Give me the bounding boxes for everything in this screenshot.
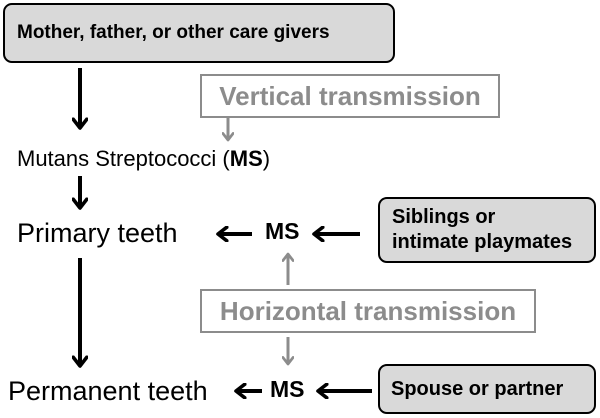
spouse-box: Spouse or partner	[378, 364, 596, 414]
mutans-streptococci-node: Mutans Streptococci (MS)	[17, 148, 270, 170]
primary-teeth-node: Primary teeth	[17, 218, 178, 248]
caregivers-box: Mother, father, or other care givers	[3, 3, 395, 63]
siblings-line1: Siblings or	[392, 206, 496, 228]
ms-primary-node: MS	[265, 218, 300, 244]
vertical-transmission-box: Vertical transmission	[200, 74, 500, 118]
siblings-box: Siblings or intimate playmates	[378, 197, 596, 263]
vertical-transmission-label: Vertical transmission	[219, 80, 481, 111]
horizontal-transmission-label: Horizontal transmission	[219, 295, 517, 326]
permanent-teeth-node: Permanent teeth	[8, 376, 208, 406]
siblings-line2: intimate playmates	[392, 231, 573, 253]
caregivers-label: Mother, father, or other care givers	[17, 22, 330, 43]
horizontal-transmission-box: Horizontal transmission	[200, 289, 536, 333]
mutans-abbr: MS	[229, 146, 263, 171]
ms-permanent-node: MS	[270, 376, 305, 402]
spouse-label: Spouse or partner	[391, 377, 564, 400]
mutans-prefix: Mutans Streptococci (	[17, 146, 230, 171]
mutans-suffix: )	[262, 146, 271, 171]
